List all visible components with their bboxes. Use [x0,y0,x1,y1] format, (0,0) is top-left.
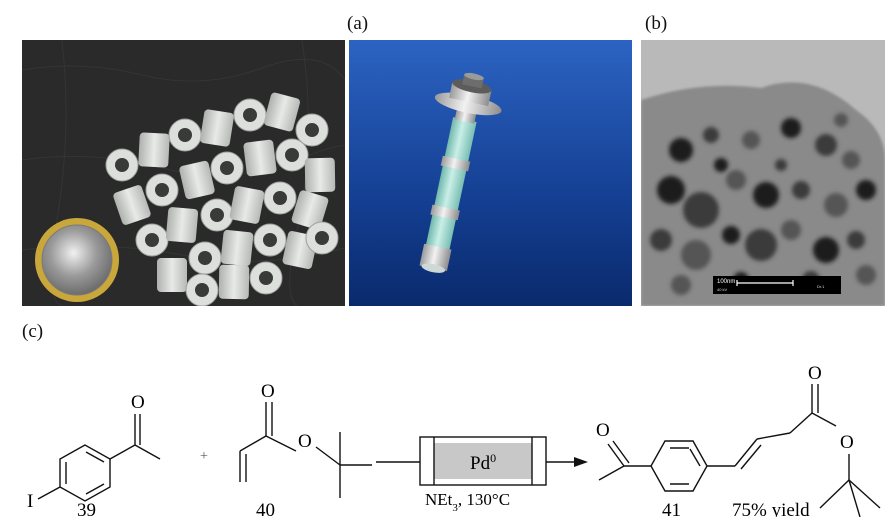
label-c: (c) [22,321,44,342]
ceramic-ring [233,98,267,132]
ceramic-ring [105,148,139,182]
nanoparticle [815,134,837,156]
tem-image: 100nm 40 kV Dr.1 [641,40,885,306]
ceramic-ring [200,109,234,147]
scale-bar: 100nm 40 kV Dr.1 [713,276,841,294]
nanoparticle [856,180,876,200]
reactor-label: Pd0 [470,451,496,474]
ceramic-ring [200,198,234,232]
ceramic-ring [210,151,244,185]
nanoparticle [792,181,810,199]
band-2 [430,204,460,221]
column-image [349,40,632,306]
ceramic-ring [243,139,277,177]
ceramic-ring [218,264,250,300]
nanoparticle [681,240,711,270]
tube [421,117,477,269]
nanoparticle [742,131,760,149]
compound-40-number: 40 [256,500,275,517]
nanoparticle [669,138,693,162]
nanoparticle [775,159,787,171]
reaction-scheme: I O 39 + O O 40 Pd0 NEt3, 130°C [27,363,881,517]
scale-label: 100nm [717,279,735,285]
ceramic-ring [138,132,170,168]
nanoparticle [842,151,860,169]
nanoparticle [824,193,848,217]
nanoparticle [683,192,719,228]
scale-sub-label: 40 kV [717,287,728,292]
atom-o-40-ester: O [298,431,312,452]
ring-cluster [105,92,339,306]
atom-o-39: O [131,392,145,413]
ceramic-ring [135,223,169,257]
ceramic-ring [145,173,179,207]
compound-39-structure [37,414,161,502]
ceramic-ring [253,223,287,257]
nanoparticle [726,170,746,190]
nanoparticles [650,113,876,295]
nanoparticle [781,118,801,138]
nanoparticle [813,237,839,263]
packed-column-render [349,40,632,306]
ceramic-ring [157,258,187,292]
atom-o-40-carbonyl: O [261,381,275,402]
ceramic-rings-photo [22,40,345,306]
nanoparticle [847,231,865,249]
ceramic-ring [291,190,329,230]
nanoparticle [834,113,848,127]
nanoparticle [650,229,672,251]
ceramic-rings-image [22,40,345,306]
compound-40-structure [239,402,372,498]
nanoparticle [781,220,801,240]
ceramic-ring [304,157,336,193]
nanoparticle [722,226,740,244]
atom-o-41-ester: O [840,432,854,453]
nanoparticle [657,176,685,204]
label-a: (a) [347,13,369,34]
ceramic-ring [264,92,300,132]
ceramic-ring [179,160,215,200]
ceramic-ring [165,207,199,243]
flow-reactor [376,436,588,486]
column [419,72,502,273]
plus-sign: + [200,449,208,464]
band-1 [440,155,471,172]
ceramic-ring [305,221,339,255]
ceramic-ring [295,113,329,147]
compound-41-structure [598,384,881,517]
nanoparticle [753,182,779,208]
label-b: (b) [645,13,668,34]
tem-micrograph: 100nm 40 kV Dr.1 [641,40,885,306]
yield-label: 75% yield [732,500,810,517]
coin [35,218,119,302]
nanoparticle [714,158,728,172]
ceramic-ring [249,261,283,295]
atom-o-41-carbonyl: O [808,363,822,384]
compound-39-number: 39 [77,500,96,517]
atom-i: I [27,491,33,512]
ceramic-ring [220,229,254,267]
nanoparticle [671,275,691,295]
nanoparticle [703,127,719,143]
ceramic-ring [113,185,151,225]
column-background [349,40,632,306]
nanoparticle [856,265,876,285]
scale-right-label: Dr.1 [817,284,825,289]
ceramic-ring [185,273,219,306]
ceramic-ring [188,241,222,275]
ceramic-ring [275,138,309,172]
nanoparticle [745,229,777,261]
ceramic-ring [168,118,202,152]
conditions: NEt3, 130°C [425,490,510,514]
ceramic-ring [229,186,265,224]
compound-41-number: 41 [662,500,681,517]
atom-o-41-acetyl: O [596,420,610,441]
ceramic-ring [263,181,297,215]
